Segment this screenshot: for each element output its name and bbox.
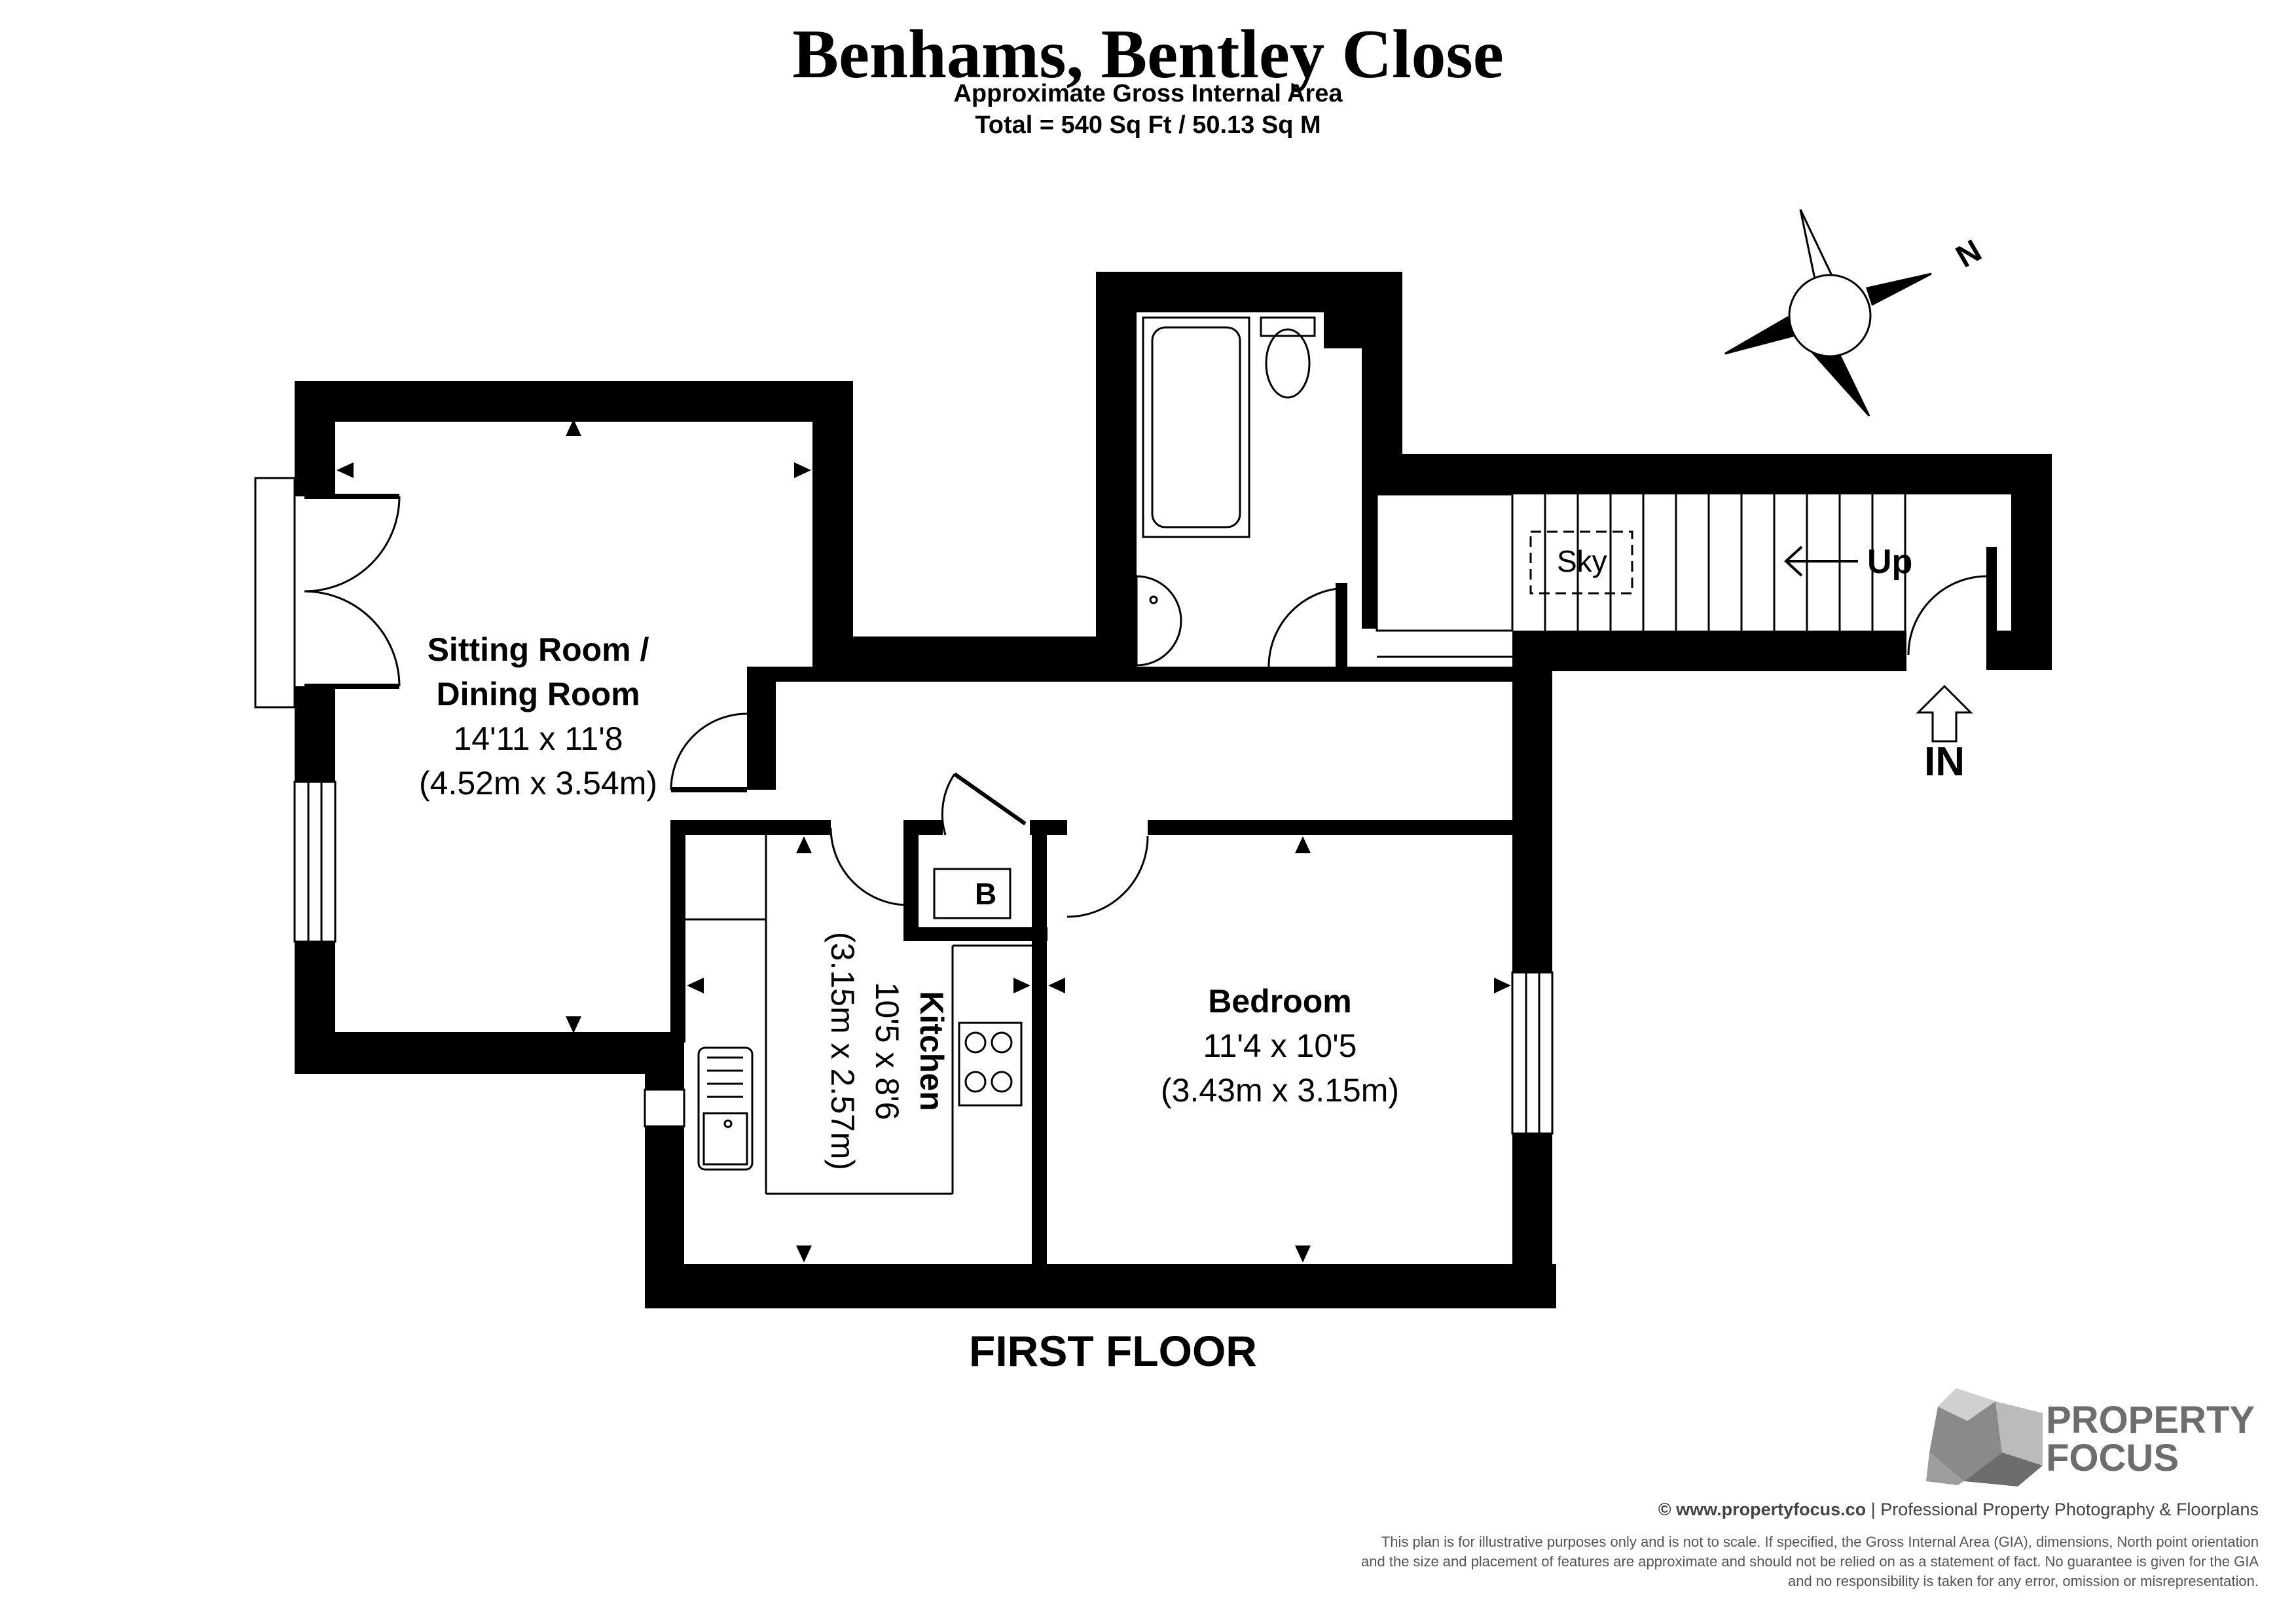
bedroom-metric: (3.43m x 3.15m) <box>1160 1072 1399 1109</box>
sitting-room-label: Sitting Room / Dining Room 14'11 x 11'8 … <box>368 627 708 805</box>
entrance-arrow-icon <box>1916 684 1973 743</box>
floor-label: FIRST FLOOR <box>969 1327 1257 1375</box>
compass-north-label: N <box>1950 233 1988 274</box>
sitting-room-name-line1: Sitting Room / <box>427 631 649 668</box>
sitting-room-metric: (4.52m x 3.54m) <box>418 765 657 802</box>
plan-title: Benhams, Bentley Close <box>792 16 1504 92</box>
total-area: Total = 540 Sq Ft / 50.13 Sq M <box>975 111 1321 139</box>
dimension-arrows <box>337 419 1511 1263</box>
kitchen-label: Kitchen 10'5 x 8'6 (3.15m x 2.57m) <box>820 887 954 1215</box>
stairs <box>1511 494 1906 631</box>
property-focus-logo-icon <box>1926 1388 2043 1486</box>
stairs-up-label: Up <box>1867 543 1913 581</box>
sitting-room-name-line2: Dining Room <box>436 676 640 712</box>
bedroom-imperial: 11'4 x 10'5 <box>1203 1027 1357 1064</box>
skylight-label: Sky <box>1557 544 1607 578</box>
website-link[interactable]: © www.propertyfocus.co <box>1658 1500 1867 1519</box>
windows <box>254 477 1554 1135</box>
brand-line2: FOCUS <box>2046 1437 2179 1479</box>
entrance-label: IN <box>1924 739 1965 784</box>
area-subtitle: Approximate Gross Internal Area <box>953 80 1343 107</box>
bathroom-fixtures <box>1135 316 1316 667</box>
walls <box>295 272 2052 1308</box>
brand-name: PROPERTY FOCUS <box>2046 1401 2255 1477</box>
kitchen-fixtures <box>685 835 1032 1195</box>
boiler-label: B <box>975 877 997 911</box>
kitchen-imperial: 10'5 x 8'6 <box>869 982 905 1120</box>
bedroom-name: Bedroom <box>1208 983 1352 1020</box>
disclaimer: This plan is for illustrative purposes o… <box>1361 1534 2259 1589</box>
sitting-room-imperial: 14'11 x 11'8 <box>453 720 623 757</box>
tagline: | Professional Property Photography & Fl… <box>1866 1500 2259 1519</box>
kitchen-name: Kitchen <box>913 991 950 1111</box>
brand-line1: PROPERTY <box>2046 1399 2255 1441</box>
compass-icon <box>1724 209 1932 417</box>
bedroom-label: Bedroom 11'4 x 10'5 (3.43m x 3.15m) <box>1110 979 1450 1113</box>
doors <box>304 494 1988 918</box>
kitchen-metric: (3.15m x 2.57m) <box>824 931 861 1170</box>
copyright-line: © www.propertyfocus.co | Professional Pr… <box>1658 1500 2259 1520</box>
